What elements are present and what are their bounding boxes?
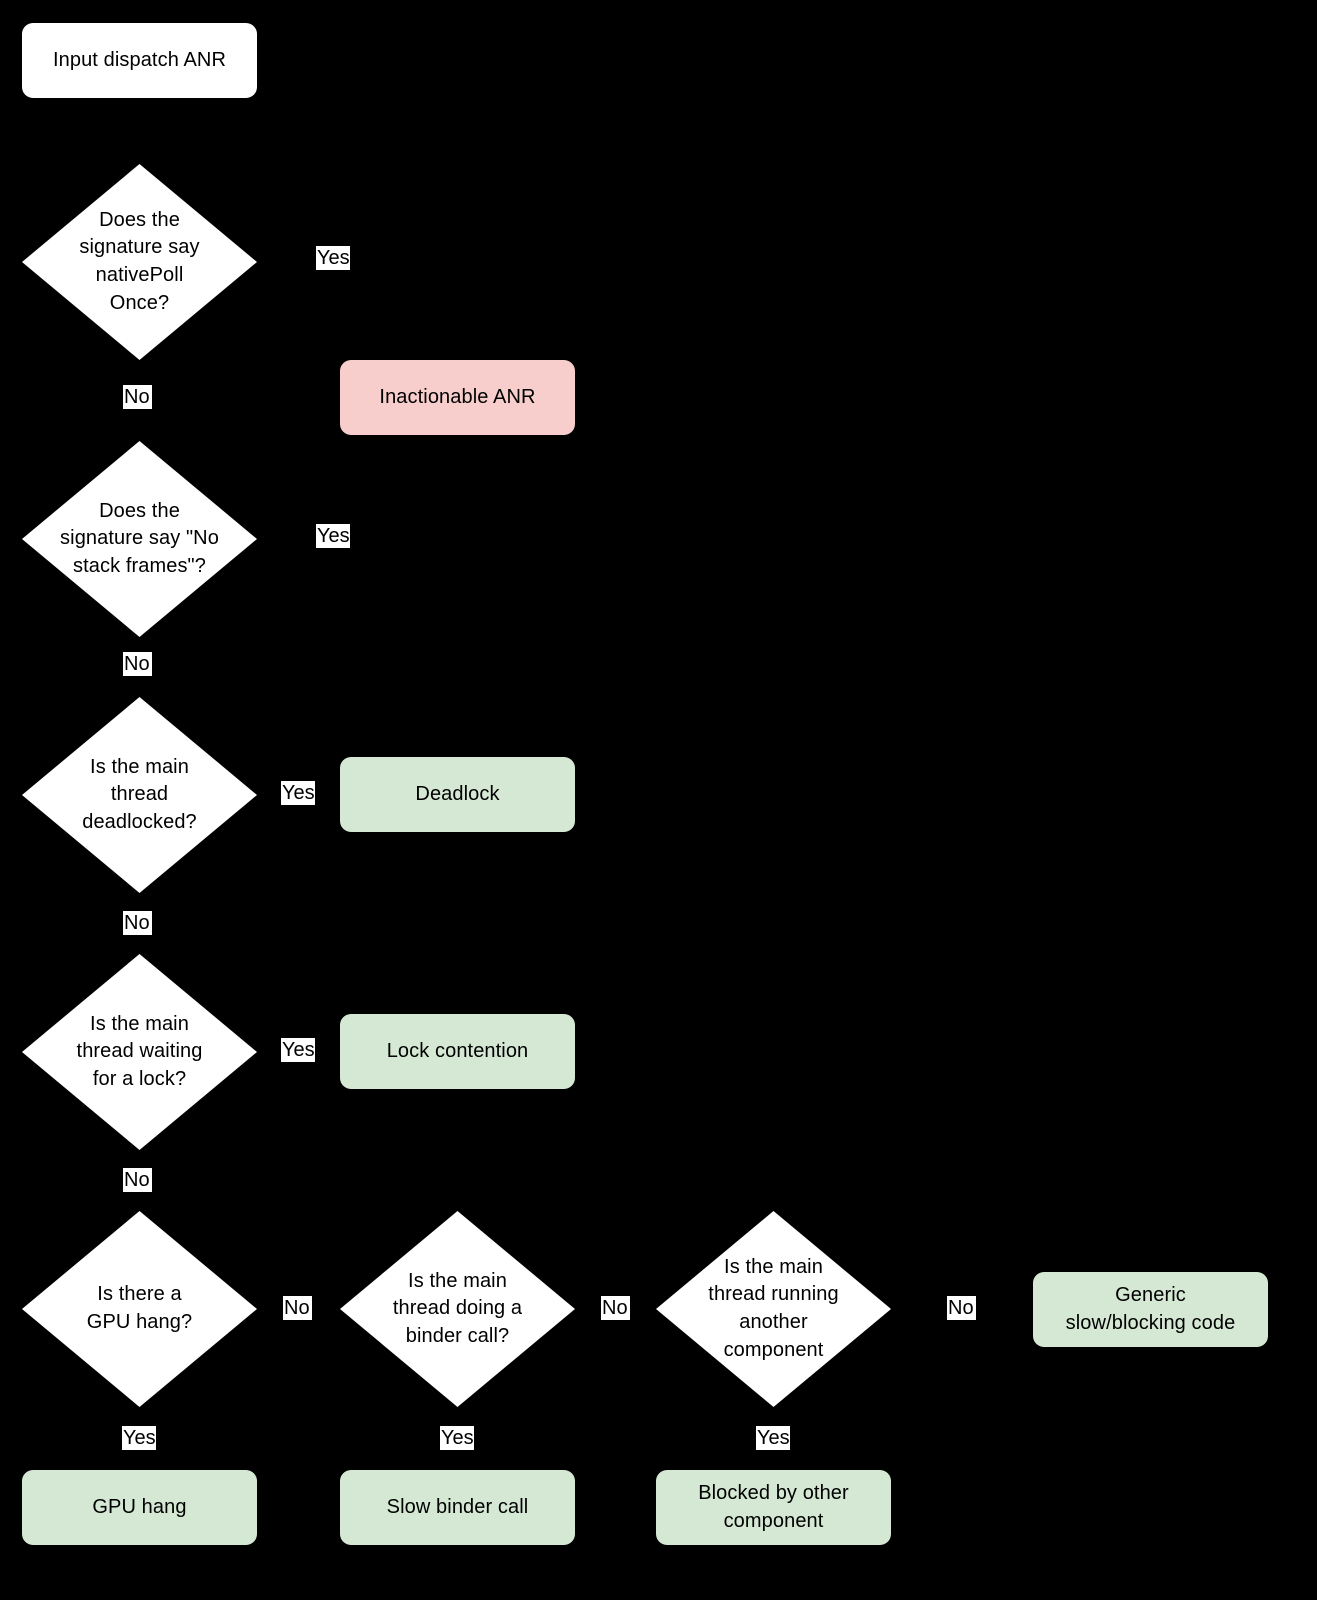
edge-label-yes-nativepollonce: Yes: [316, 246, 350, 270]
node-label-line: component: [723, 1509, 824, 1532]
edge-label-no-another-component: No: [947, 1296, 976, 1320]
node-label-line: Is the main: [90, 755, 189, 778]
node-label-line: Is the main: [408, 1269, 507, 1292]
node-label-line: Does the: [99, 499, 180, 522]
node-label: GPU hang: [92, 1495, 187, 1518]
node-label-line: signature say: [79, 236, 200, 259]
node-label-line: Is the main: [724, 1255, 823, 1278]
edge-label-yes-binder-call: Yes: [440, 1426, 474, 1450]
edge-label-yes-gpu-hang: Yes: [122, 1426, 156, 1450]
edge-d1-yes-horizontal: [257, 262, 457, 263]
node-label: Does the signature say "No stack frames"…: [22, 498, 257, 581]
node-slow-binder-call[interactable]: Slow binder call: [340, 1470, 575, 1545]
node-generic-slow-blocking-code[interactable]: Generic slow/blocking code: [1033, 1272, 1268, 1347]
node-label-line: binder call?: [405, 1324, 510, 1347]
edge-start-to-d1: [139, 97, 140, 155]
node-label-line: Is there a: [97, 1283, 182, 1306]
node-label-line: Blocked by other: [698, 1481, 849, 1504]
edge-label-no-waiting-for-lock: No: [123, 1168, 152, 1192]
edge-d2-yes-vertical: [457, 436, 458, 539]
edge-label-yes-waiting-for-lock: Yes: [281, 1038, 315, 1062]
node-label: Inactionable ANR: [379, 385, 536, 408]
node-label-line: component: [723, 1338, 824, 1361]
node-label: Does the signature say nativePoll Once?: [22, 207, 257, 317]
node-decision-no-stack-frames[interactable]: Does the signature say "No stack frames"…: [22, 441, 257, 637]
node-label-line: GPU hang?: [86, 1311, 193, 1333]
node-label-line: signature say "No: [60, 527, 219, 550]
node-label: Generic slow/blocking code: [1056, 1282, 1246, 1337]
node-label: Is the main thread waiting for a lock?: [22, 1011, 257, 1094]
node-label-line: Once?: [109, 291, 170, 314]
node-label: Lock contention: [386, 1039, 529, 1062]
node-label-line: another: [739, 1311, 808, 1333]
node-label-line: Generic: [1115, 1283, 1186, 1306]
edge-d1-yes-vertical: [457, 262, 458, 351]
node-decision-nativepollonce[interactable]: Does the signature say nativePoll Once?: [22, 164, 257, 360]
node-decision-gpu-hang[interactable]: Is there a GPU hang?: [22, 1211, 257, 1407]
node-decision-running-another-component[interactable]: Is the main thread running another compo…: [656, 1211, 891, 1407]
node-inactionable-anr[interactable]: Inactionable ANR: [340, 360, 575, 435]
arrowhead-deadlock: [331, 789, 340, 801]
node-decision-main-thread-deadlocked[interactable]: Is the main thread deadlocked?: [22, 697, 257, 893]
arrowhead-d1: [133, 155, 145, 164]
arrowhead-lock-contention: [331, 1046, 340, 1058]
node-label-line: for a lock?: [92, 1067, 187, 1090]
edge-label-no-no-stack-frames: No: [123, 652, 152, 676]
edge-label-yes-no-stack-frames: Yes: [316, 524, 350, 548]
edge-label-yes-another-component: Yes: [756, 1426, 790, 1450]
node-blocked-by-other-component[interactable]: Blocked by other component: [656, 1470, 891, 1545]
node-decision-binder-call[interactable]: Is the main thread doing a binder call?: [340, 1211, 575, 1407]
node-label-line: stack frames"?: [73, 554, 206, 577]
node-label-line: Does the: [99, 208, 180, 231]
node-label: Blocked by other component: [688, 1480, 859, 1535]
edge-label-yes-deadlocked: Yes: [281, 781, 315, 805]
edge-d2-yes-horizontal: [257, 539, 457, 540]
node-label: Is the main thread deadlocked?: [22, 754, 257, 837]
node-label-line: thread waiting: [76, 1040, 203, 1063]
node-label-line: thread: [110, 783, 169, 806]
node-label: Deadlock: [415, 782, 500, 805]
arrowhead-generic: [1026, 1303, 1035, 1315]
node-label-line: nativePoll: [95, 264, 184, 286]
node-gpu-hang[interactable]: GPU hang: [22, 1470, 257, 1545]
node-label: Is the main thread running another compo…: [666, 1254, 881, 1364]
node-label: Slow binder call: [386, 1495, 529, 1518]
arrowhead-inactionable-1: [451, 351, 463, 360]
node-label: Is the main thread doing a binder call?: [340, 1268, 575, 1351]
node-label-line: thread doing a: [392, 1297, 523, 1320]
node-label-line: deadlocked?: [82, 810, 197, 833]
node-lock-contention[interactable]: Lock contention: [340, 1014, 575, 1089]
edge-label-no-gpu-hang: No: [283, 1296, 312, 1320]
node-label-line: Is the main: [90, 1012, 189, 1035]
edge-label-no-deadlocked: No: [123, 911, 152, 935]
edge-label-no-nativepollonce: No: [123, 385, 152, 409]
node-decision-waiting-for-lock[interactable]: Is the main thread waiting for a lock?: [22, 954, 257, 1150]
node-label-line: slow/blocking code: [1065, 1311, 1236, 1334]
node-deadlock[interactable]: Deadlock: [340, 757, 575, 832]
node-input-dispatch-anr[interactable]: Input dispatch ANR: [22, 23, 257, 98]
node-label: Input dispatch ANR: [52, 48, 226, 71]
node-label: Is there a GPU hang?: [22, 1281, 257, 1336]
node-label-line: thread running: [708, 1283, 839, 1306]
edge-label-no-binder-call: No: [601, 1296, 630, 1320]
